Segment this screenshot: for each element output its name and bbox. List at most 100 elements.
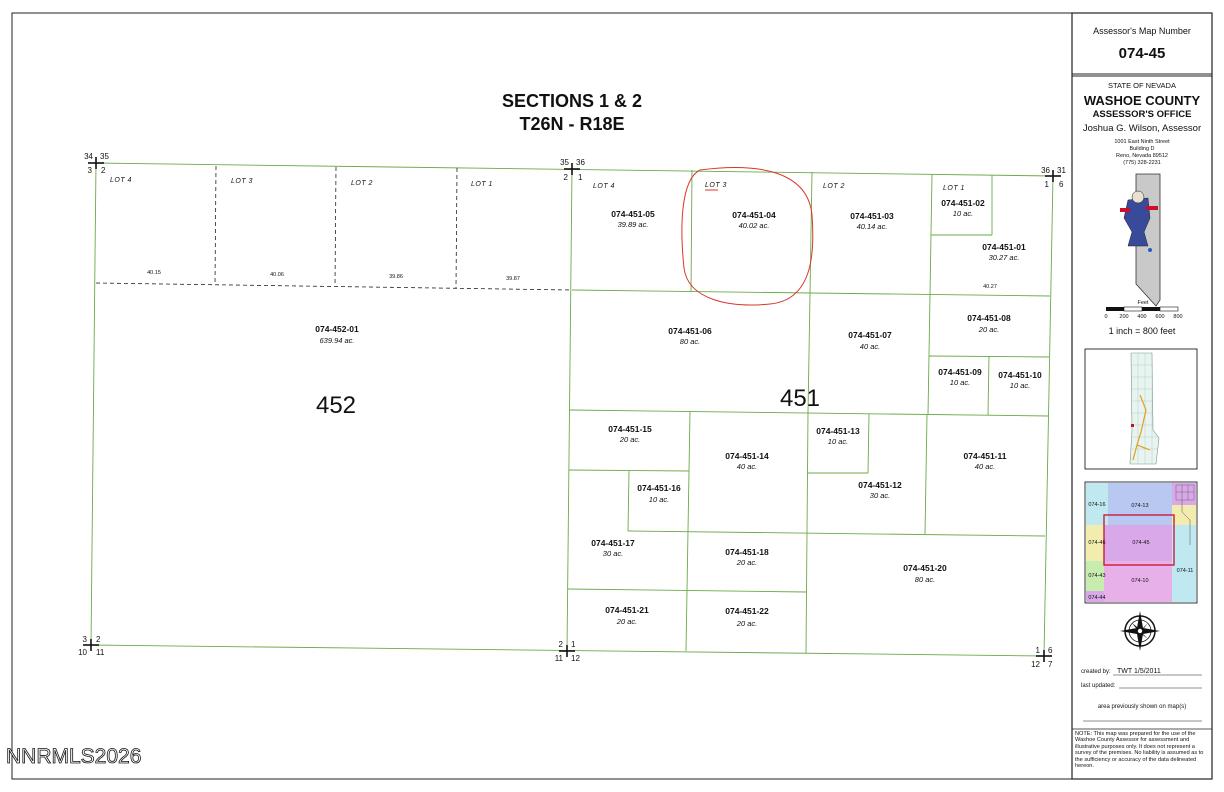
parcel-acres: 40.14 ac.	[857, 222, 888, 231]
nevada-county-locator	[1120, 173, 1161, 307]
lot-label: LOT 3	[705, 182, 727, 189]
county-label: WASHOE COUNTY	[1084, 93, 1201, 108]
adjacent-maps-index: 074-16 074-13 074-46 074-45 074-43 074-1…	[1084, 481, 1198, 604]
parcel-acres: 30 ac.	[603, 549, 623, 558]
box-9	[1172, 525, 1196, 602]
parcel-id: 074-451-17	[591, 538, 635, 548]
line-13	[924, 414, 928, 535]
parcel-acres: 20 ac.	[978, 325, 999, 334]
line-11	[685, 410, 691, 652]
parcel-acres: 20 ac.	[736, 558, 757, 567]
line-10	[569, 409, 1049, 417]
location-marker	[1131, 424, 1134, 427]
line-16	[568, 469, 690, 472]
box-13	[1103, 514, 1175, 566]
lot-label: LOT 1	[471, 181, 493, 188]
parcel-acres: 40.02 ac.	[739, 221, 770, 230]
parcel-acres: 10 ac.	[649, 495, 669, 504]
lot-label: LOT 3	[231, 178, 253, 185]
corner-number: 1	[1036, 646, 1041, 655]
line-19	[567, 588, 807, 593]
box-5	[1172, 483, 1196, 505]
lot-label: LOT 2	[351, 180, 373, 187]
parcel-id: 074-451-06	[668, 326, 712, 336]
parcel-acres: 39.89 ac.	[618, 220, 649, 229]
index-label: 074-13	[1131, 503, 1148, 509]
note-container: NOTE: This map was prepared for the use …	[1075, 731, 1204, 770]
index-label: 074-16	[1088, 502, 1105, 508]
lot-width: 40.27	[983, 284, 997, 290]
county-outline	[1129, 352, 1160, 465]
line-22	[334, 166, 337, 287]
map-number: 074-45	[1119, 45, 1166, 62]
lot-label: LOT 2	[823, 183, 845, 190]
parcel-id: 074-451-15	[608, 424, 652, 434]
line-17	[627, 470, 630, 532]
box-4	[1108, 483, 1172, 525]
corner-number: 12	[1031, 660, 1040, 669]
office-label: ASSESSOR'S OFFICE	[1093, 109, 1192, 120]
parcel-id: 074-451-20	[903, 563, 947, 573]
last-updated-label: last updated:	[1081, 683, 1116, 689]
box-3	[1086, 483, 1108, 525]
parcel-id: 074-451-13	[816, 426, 860, 436]
index-label: 074-46	[1088, 540, 1105, 546]
parcel-id: 074-451-09	[938, 367, 982, 377]
parcel-id: 074-451-05	[611, 209, 655, 219]
corner-number: 11	[96, 648, 105, 657]
parcel-acres: 80 ac.	[915, 575, 935, 584]
corner-number: 2	[564, 173, 569, 182]
corner-number: 1	[1045, 180, 1050, 189]
line-3	[929, 173, 933, 296]
parcel-id: 074-451-01	[982, 242, 1026, 252]
address-line: 1001 East Ninth Street	[1114, 139, 1170, 145]
parcel-acres: 10 ac.	[828, 437, 848, 446]
county-location-map	[1084, 348, 1198, 470]
parcel-labels: 074-452-01 639.94 ac. 074-451-05 39.89 a…	[315, 198, 1042, 628]
section-corner-ne: 36 31 1 6	[1041, 166, 1066, 189]
disclaimer-note: NOTE: This map was prepared for the use …	[1075, 731, 1204, 770]
book-number-451: 451	[780, 385, 820, 412]
index-grid	[1175, 484, 1195, 501]
created-by-value: TWT 1/5/2011	[1117, 668, 1161, 675]
mascot-detail	[1146, 206, 1158, 210]
assessor-name: Joshua G. Wilson, Assessor	[1083, 123, 1201, 134]
compass-rose-icon	[1120, 611, 1160, 651]
book-number-452: 452	[316, 392, 356, 419]
section-line-1-2	[566, 168, 573, 652]
scale-tick: 800	[1173, 314, 1182, 320]
corner-number: 1	[578, 173, 583, 182]
parcel-id: 074-451-07	[848, 330, 892, 340]
lot-width: 40.15	[147, 270, 161, 276]
corner-number: 3	[83, 635, 88, 644]
section-corner-sw: 3 2 10 11	[78, 635, 105, 657]
corner-number: 35	[560, 158, 569, 167]
highlight-circle	[681, 167, 814, 306]
line-7	[927, 294, 931, 416]
parcel-acres: 20 ac.	[616, 617, 637, 626]
state-label: STATE OF NEVADA	[1108, 81, 1176, 90]
corner-number: 36	[1041, 166, 1050, 175]
parcel-acres: 639.94 ac.	[319, 336, 354, 345]
parcel-acres: 20 ac.	[736, 619, 757, 628]
section-corner-nw: 34 35 3 2	[84, 152, 109, 175]
line-2	[809, 171, 813, 295]
parcel-id: 074-451-03	[850, 211, 894, 221]
created-by-label: created by:	[1081, 669, 1111, 675]
title-block-frame	[1071, 12, 1213, 780]
box-7	[1086, 525, 1104, 561]
circle-3	[1137, 628, 1143, 634]
mascot-head	[1131, 190, 1145, 204]
section-corner-south-mid: 2 1 11 12	[555, 640, 581, 663]
outer-boundary	[90, 162, 1054, 657]
section-corner-se: 1 6 12 7	[1031, 646, 1053, 669]
scale-bar: Feet 0 200 400 600 800 1 inch = 800 feet	[1104, 300, 1182, 336]
parcel-acres: 40 ac.	[860, 342, 880, 351]
corner-number: 36	[576, 158, 585, 167]
lot-width: 39.87	[506, 276, 520, 282]
scale-tick: 0	[1104, 314, 1107, 320]
box-11	[1104, 561, 1172, 602]
box-10	[1086, 561, 1104, 591]
parcel-id: 074-451-08	[967, 313, 1011, 323]
section-corner-north-mid: 35 36 2 1	[560, 158, 585, 182]
